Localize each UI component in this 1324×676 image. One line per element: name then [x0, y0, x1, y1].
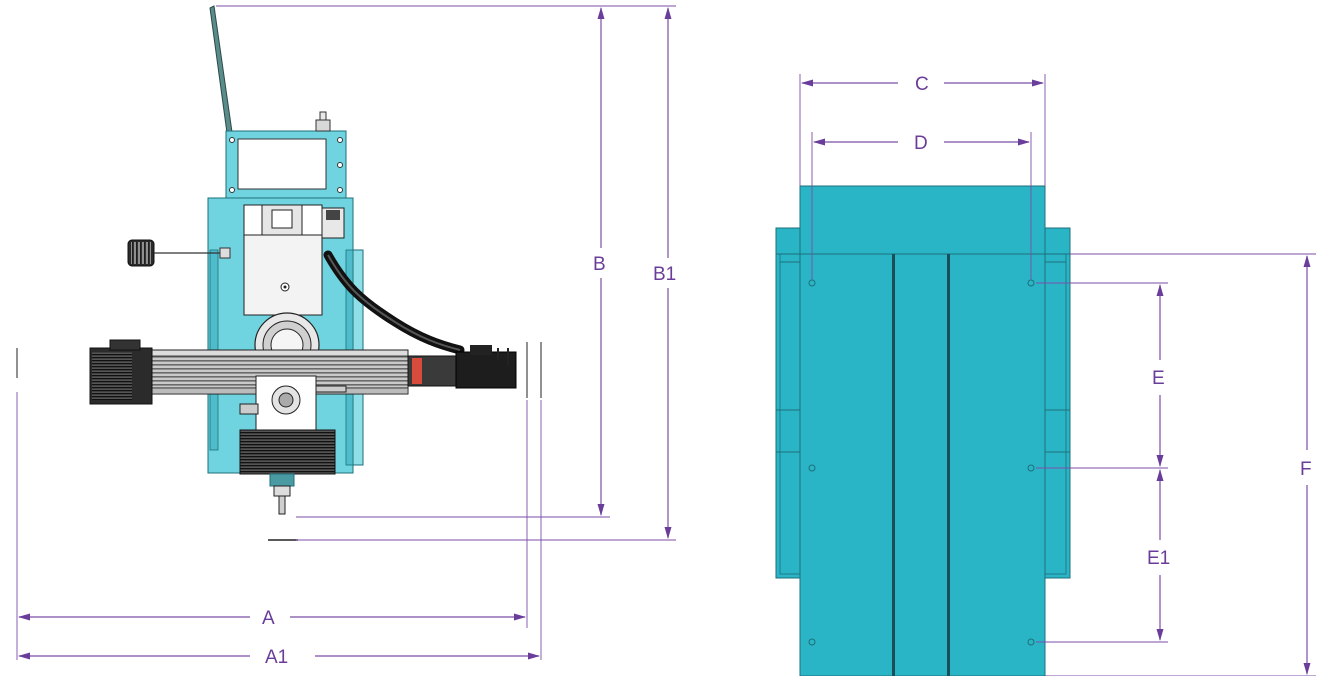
label-a1: A1: [265, 647, 288, 668]
table-surface: [799, 185, 1046, 676]
right-dimensions: [799, 74, 1316, 676]
left-dimensions: [16, 5, 676, 660]
bellows: [239, 429, 336, 475]
machine-front-view: [16, 5, 542, 541]
label-b: B: [593, 254, 606, 275]
label-a: A: [262, 608, 275, 629]
label-b1: B1: [653, 264, 676, 285]
label-c: C: [915, 74, 929, 95]
t-slot-right: [947, 254, 950, 676]
label-e1: E1: [1147, 548, 1170, 569]
table-top-view: [775, 185, 1071, 676]
t-slot-left: [892, 254, 895, 676]
label-f: F: [1300, 459, 1312, 480]
lever-arm: [209, 5, 233, 134]
handwheel-icon: [127, 239, 231, 267]
label-e: E: [1152, 368, 1165, 389]
label-d: D: [914, 133, 928, 154]
